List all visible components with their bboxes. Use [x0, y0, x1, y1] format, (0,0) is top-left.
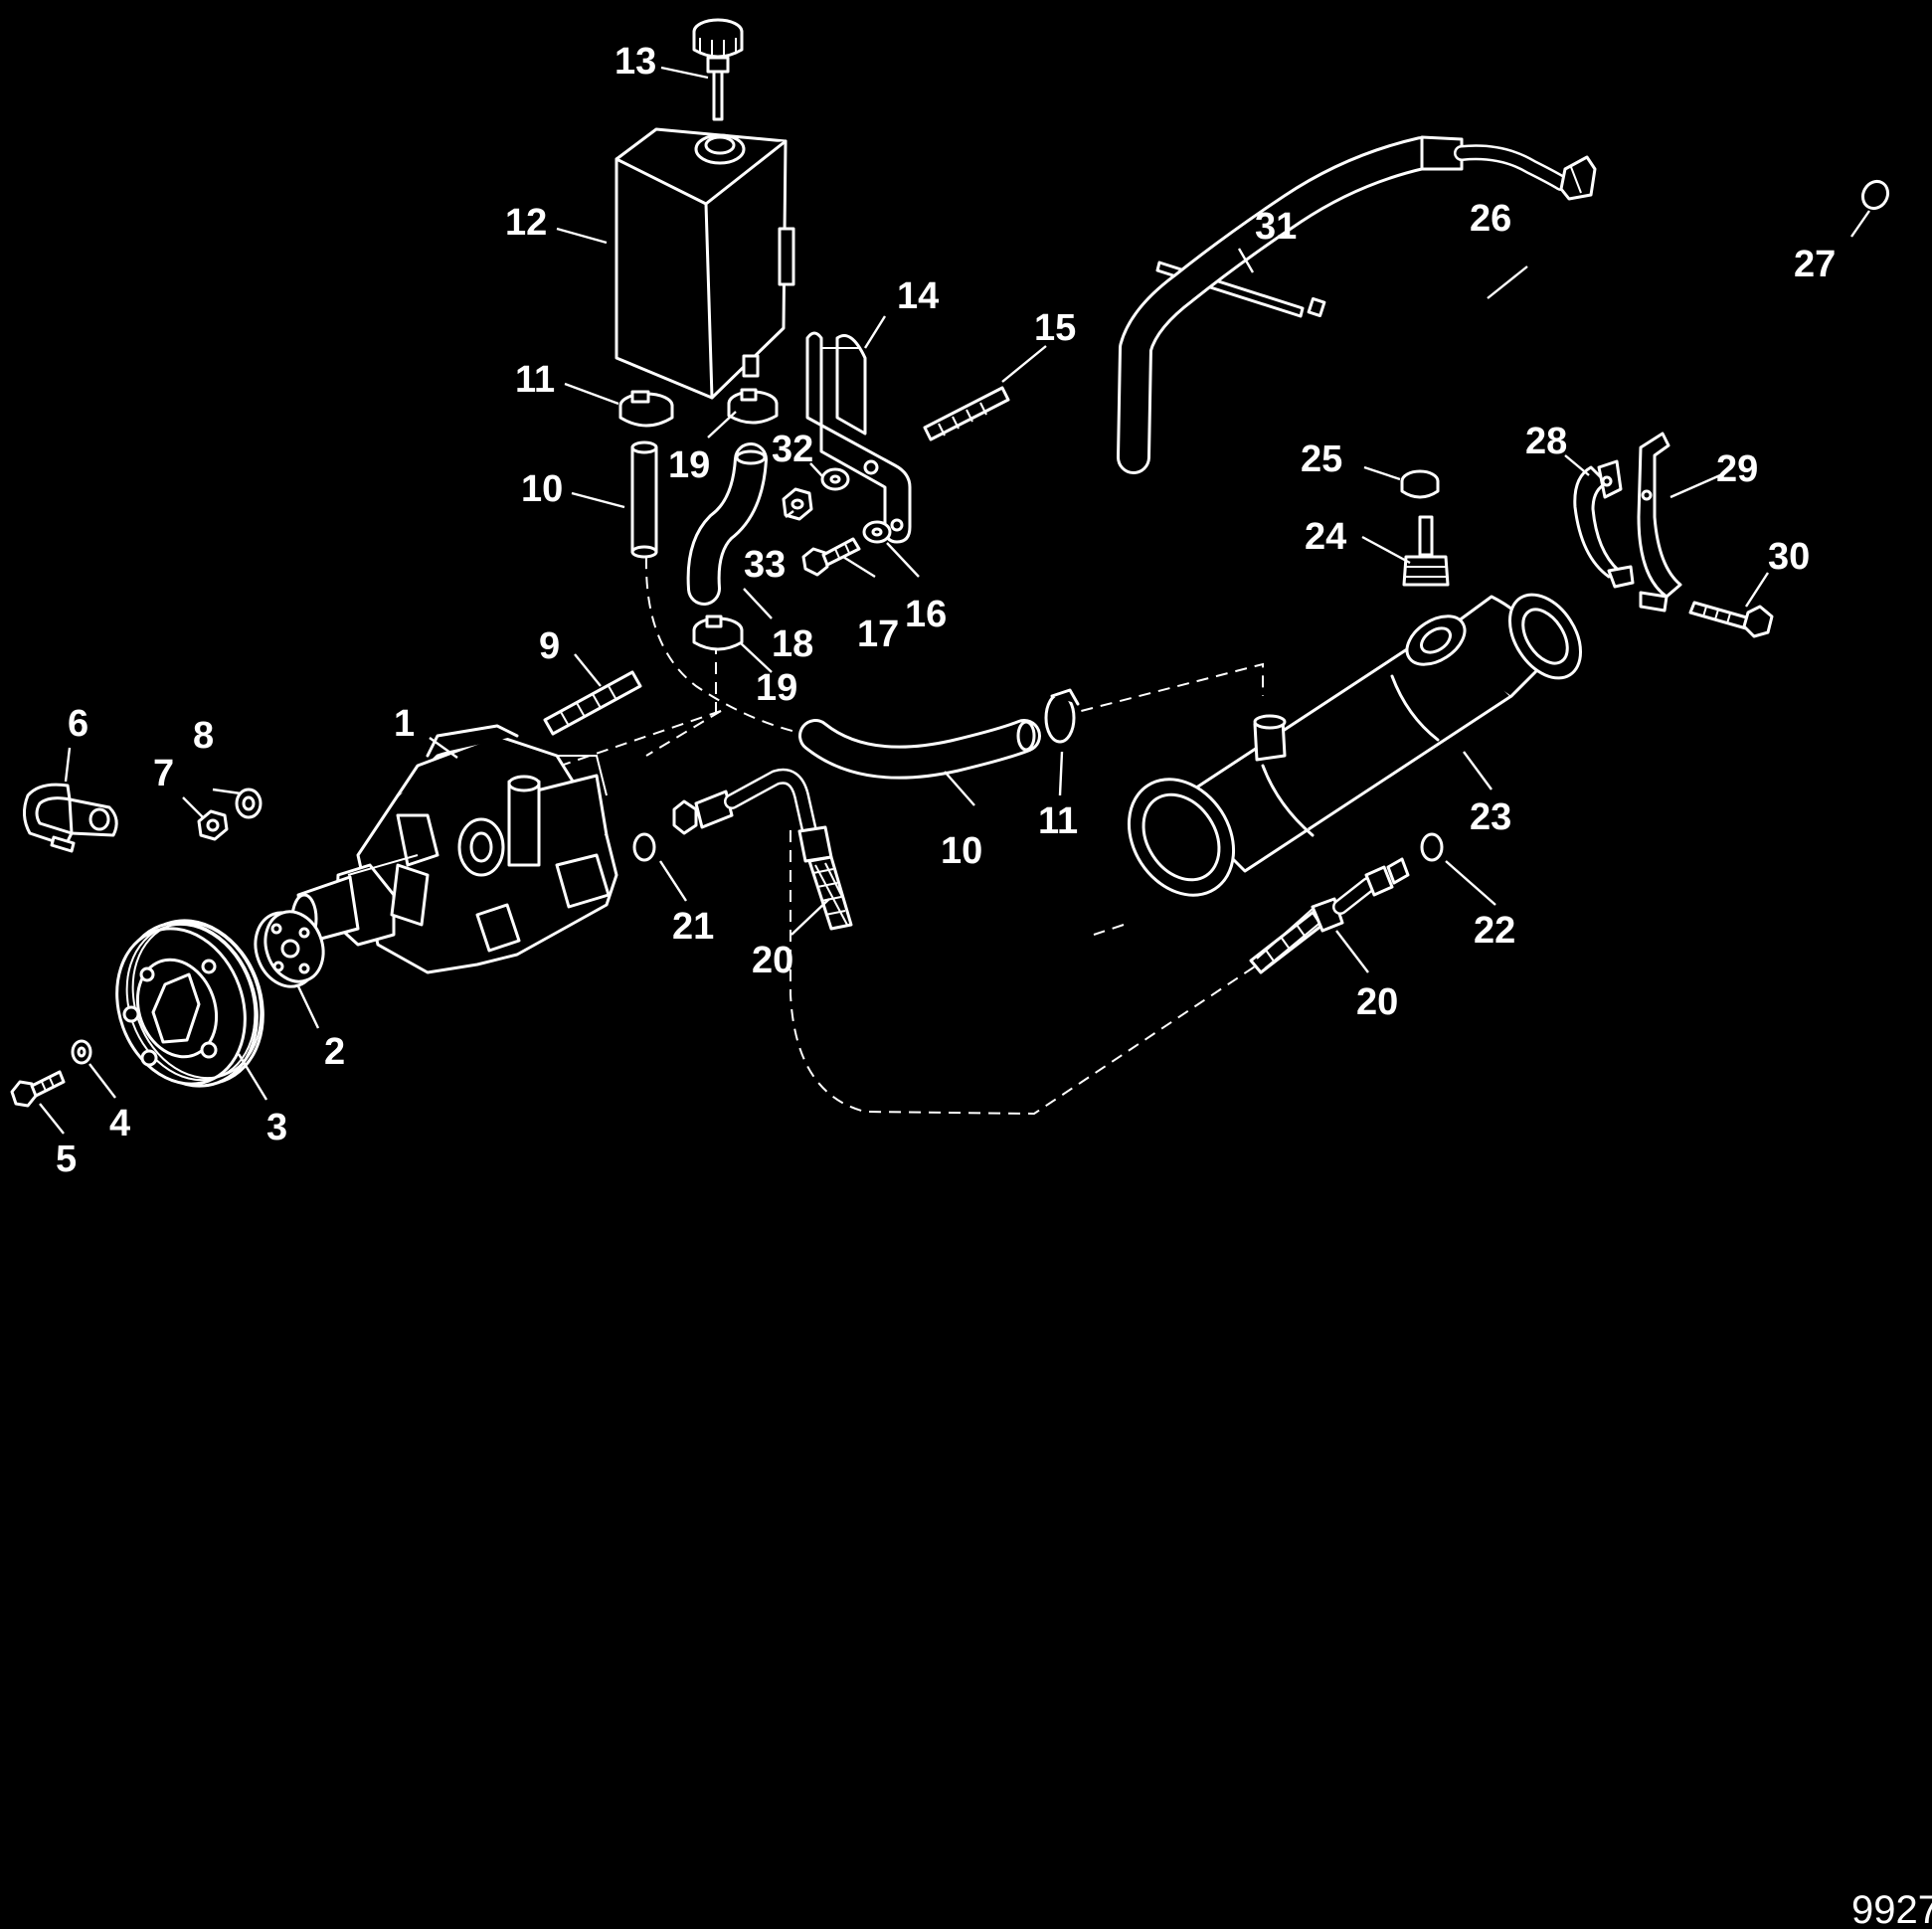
- callout-9: 9: [539, 625, 560, 667]
- part-7-nut: [197, 809, 229, 841]
- callout-26: 26: [1470, 198, 1511, 240]
- part-25-clamp: [1400, 469, 1440, 499]
- callout-24: 24: [1305, 516, 1346, 558]
- part-16-washer: [862, 520, 892, 544]
- part-11-hose-clamp-lower: [1044, 688, 1080, 744]
- callout-10b: 10: [941, 830, 982, 872]
- callout-19: 19: [668, 444, 710, 486]
- part-9-stud: [543, 670, 642, 736]
- callout-17: 17: [857, 614, 899, 655]
- callout-8: 8: [193, 715, 214, 757]
- callout-11: 11: [515, 359, 555, 401]
- callout-20b: 20: [1356, 981, 1398, 1023]
- part-19-hose-clamp-upper: [727, 388, 779, 425]
- part-18-elbow-hose: [686, 442, 768, 606]
- callout-23: 23: [1470, 796, 1511, 838]
- callout-labels: 13 12 11 19 10 14 15 32 33 17 16 18 19 9…: [56, 41, 1836, 1180]
- part-26-return-hose: [1117, 135, 1597, 474]
- part-33-nut: [782, 487, 813, 521]
- callout-28: 28: [1525, 421, 1567, 462]
- part-28-clamp-half: [1573, 459, 1635, 589]
- callout-10: 10: [521, 468, 563, 510]
- part-3-pulley: [115, 919, 264, 1088]
- callout-25: 25: [1301, 438, 1342, 480]
- callout-5: 5: [56, 1139, 77, 1180]
- callout-12: 12: [505, 202, 547, 244]
- callout-6: 6: [68, 703, 88, 745]
- part-12-reservoir: [615, 127, 795, 400]
- part-20-pressure-hose-right: [1249, 857, 1410, 974]
- part-10-hose-upper: [630, 440, 658, 559]
- callout-22: 22: [1474, 910, 1515, 952]
- callout-18: 18: [772, 623, 813, 665]
- callout-30: 30: [1768, 536, 1810, 578]
- part-22-o-ring: [1420, 832, 1444, 862]
- part-2-hub: [254, 910, 325, 988]
- callout-14: 14: [897, 275, 939, 317]
- callout-2: 2: [324, 1031, 345, 1073]
- part-14-bracket: [805, 331, 912, 544]
- part-23-oil-cooler: [1127, 593, 1583, 897]
- part-30-bolt: [1688, 601, 1774, 638]
- part-19-hose-clamp-lower: [692, 614, 744, 651]
- callout-32: 32: [772, 429, 813, 470]
- part-21-o-ring: [632, 832, 656, 862]
- part-10-hose-lower: [798, 719, 1041, 780]
- part-17-bolt: [801, 537, 861, 577]
- callout-21: 21: [672, 906, 714, 948]
- callout-13: 13: [615, 41, 656, 83]
- callout-29: 29: [1716, 448, 1758, 490]
- part-15-stud: [923, 386, 1010, 441]
- part-1-power-steering-pump: [290, 724, 618, 974]
- figure-number: 9927: [1851, 1888, 1932, 1929]
- callout-7: 7: [153, 753, 174, 794]
- callout-15: 15: [1034, 307, 1076, 349]
- callout-11b: 11: [1038, 800, 1078, 842]
- part-13-dipstick-cap: [692, 18, 744, 121]
- callout-4: 4: [109, 1103, 130, 1144]
- part-11-hose-clamp-upper: [618, 390, 674, 428]
- part-4-washer: [71, 1039, 92, 1065]
- callout-3: 3: [266, 1107, 287, 1148]
- leader-lines: [39, 66, 1870, 1135]
- callout-16: 16: [905, 594, 947, 635]
- callout-19b: 19: [756, 667, 797, 709]
- part-5-bolt: [10, 1070, 66, 1108]
- callout-31: 31: [1255, 206, 1297, 248]
- part-29-clamp-half: [1637, 432, 1682, 613]
- callout-27: 27: [1794, 244, 1836, 285]
- callout-33: 33: [744, 544, 786, 586]
- part-32-washer: [820, 467, 850, 491]
- part-8-washer: [235, 788, 263, 819]
- part-24-fitting: [1402, 515, 1450, 587]
- callout-20: 20: [752, 940, 793, 981]
- callout-1: 1: [394, 703, 415, 745]
- part-20-pressure-hose-left: [672, 768, 853, 931]
- part-6-clip: [23, 783, 118, 853]
- part-27-o-ring: [1860, 179, 1890, 211]
